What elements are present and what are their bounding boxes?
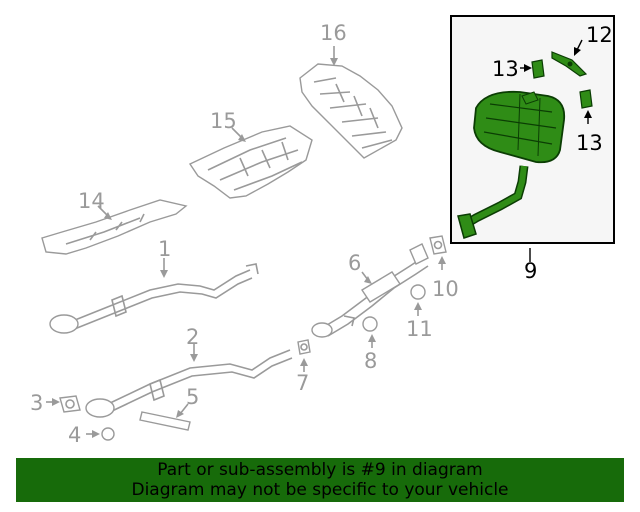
callout-4: 4 [68, 423, 81, 447]
callout-1: 1 [158, 237, 171, 261]
part-2-front-pipe[interactable] [85, 349, 293, 418]
part-10-gasket[interactable] [429, 235, 447, 255]
callout-5: 5 [186, 385, 199, 409]
part-7-gasket[interactable] [297, 339, 311, 355]
callout-11: 11 [406, 317, 433, 341]
callout-3: 3 [30, 391, 43, 415]
part-3-gasket[interactable] [59, 395, 81, 413]
banner-line-2: Diagram may not be specific to your vehi… [131, 480, 509, 500]
callout-7: 7 [296, 371, 309, 395]
callout-13-left: 13 [492, 57, 519, 81]
part-12-bracket[interactable] [551, 51, 588, 77]
part-4-nut[interactable] [101, 427, 115, 441]
callout-10: 10 [432, 277, 459, 301]
part-13-hanger-left[interactable] [531, 59, 545, 79]
part-11-hanger[interactable] [410, 284, 426, 300]
part-5-bracket[interactable] [139, 411, 191, 431]
part-8-hanger[interactable] [362, 316, 378, 332]
part-1-front-pipe[interactable] [49, 263, 259, 334]
part-9-muffler[interactable] [457, 90, 566, 239]
callout-14: 14 [78, 189, 105, 213]
callout-8: 8 [364, 349, 377, 373]
callout-12: 12 [586, 23, 613, 47]
callout-6: 6 [348, 251, 361, 275]
info-banner: Part or sub-assembly is #9 in diagram Di… [16, 458, 624, 502]
callout-16: 16 [320, 21, 347, 45]
part-14-heat-shield[interactable] [41, 199, 188, 255]
part-15-heat-shield[interactable] [188, 125, 313, 199]
callout-9: 9 [524, 259, 537, 283]
callout-2: 2 [186, 325, 199, 349]
callout-15: 15 [210, 109, 237, 133]
callout-13-right: 13 [576, 131, 603, 155]
part-16-heat-shield[interactable] [299, 63, 403, 159]
part-6-center-pipe[interactable] [311, 243, 429, 338]
banner-line-1: Part or sub-assembly is #9 in diagram [157, 460, 483, 480]
part-13-hanger-right[interactable] [579, 89, 593, 109]
